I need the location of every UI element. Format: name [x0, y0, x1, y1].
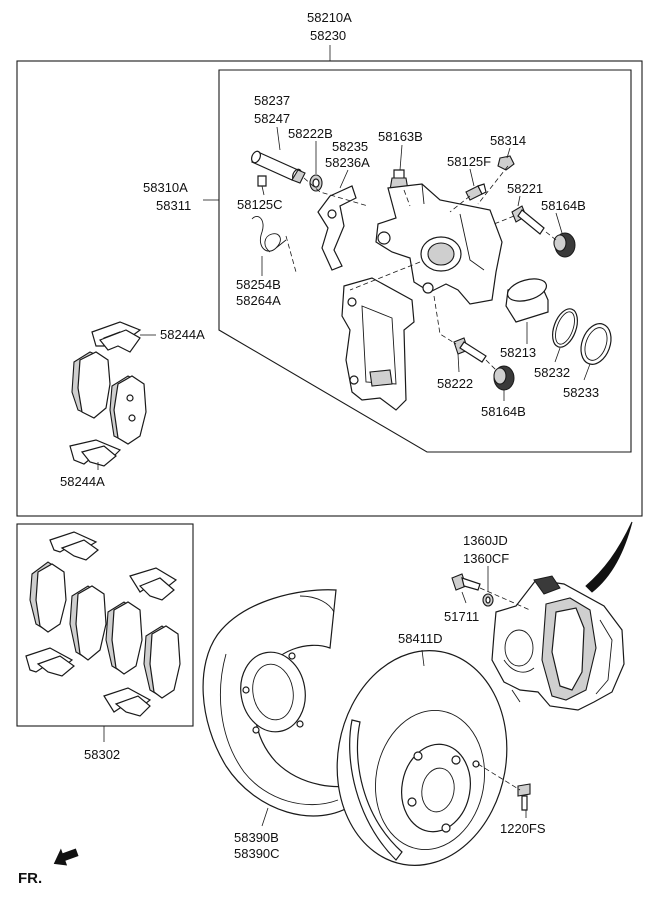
brake-disc-part — [336, 650, 508, 866]
label-58233: 58233 — [563, 385, 599, 400]
label-58302: 58302 — [84, 747, 120, 762]
pad-kit-pads — [29, 561, 181, 699]
bolt-boot-part — [317, 185, 357, 271]
label-58390b: 58390B — [234, 830, 279, 845]
label-58125c: 58125C — [237, 197, 283, 212]
front-direction-arrow — [53, 848, 79, 866]
piston-part — [505, 278, 549, 323]
brake-pad-left — [71, 351, 111, 419]
label-58314: 58314 — [490, 133, 526, 148]
front-direction-label: FR. — [18, 870, 42, 887]
assembly-arrow — [585, 521, 633, 593]
label-58237: 58237 — [254, 93, 290, 108]
label-58222b: 58222B — [288, 126, 333, 141]
label-1220fs: 1220FS — [500, 821, 546, 836]
label-58254b: 58254B — [236, 277, 281, 292]
disc-screw-part — [517, 783, 531, 811]
pad-kit-shims-top — [49, 531, 178, 601]
piston-boot-part — [580, 323, 612, 365]
label-58411d: 58411D — [398, 631, 443, 646]
caliper-carrier-part — [341, 277, 415, 411]
pad-kit-frame — [16, 523, 194, 727]
dust-cover-part — [202, 589, 366, 817]
piston-seal-part — [552, 308, 578, 348]
label-58213: 58213 — [500, 345, 536, 360]
assembled-caliper-part — [491, 575, 625, 711]
washer-part — [482, 593, 494, 607]
pad-kit-shims-bottom — [25, 647, 152, 717]
label-58244a-bottom: 58244A — [60, 474, 105, 489]
label-58230: 58230 — [310, 28, 346, 43]
small-cap-part — [257, 175, 267, 187]
pad-shim-lower-part — [69, 439, 122, 467]
label-1360cf: 1360CF — [463, 551, 509, 566]
label-58232: 58232 — [534, 365, 570, 380]
label-58221: 58221 — [507, 181, 543, 196]
bush-top-part — [553, 232, 576, 258]
caliper-body-frame — [218, 69, 632, 453]
label-58236a: 58236A — [325, 155, 370, 170]
label-58125f: 58125F — [447, 154, 491, 169]
spring-clip-part — [251, 215, 287, 253]
label-58235: 58235 — [332, 139, 368, 154]
label-58264a: 58264A — [236, 293, 281, 308]
bolt-top-part — [451, 573, 481, 591]
label-58210a: 58210A — [307, 10, 352, 25]
rod-pin-part — [511, 205, 545, 235]
pad-shim-upper-part — [91, 321, 142, 353]
label-58222: 58222 — [437, 376, 473, 391]
caliper-body-part — [375, 183, 503, 305]
label-51711: 51711 — [444, 609, 479, 624]
label-58164b-top: 58164B — [541, 198, 586, 213]
bush-bottom-part — [493, 365, 515, 391]
label-58310a: 58310A — [143, 180, 188, 195]
guide-rod-part — [251, 150, 306, 184]
label-58390c: 58390C — [234, 846, 280, 861]
caliper-assembly-frame — [16, 60, 643, 517]
label-58164b-bottom: 58164B — [481, 404, 526, 419]
lower-pin-part — [453, 337, 487, 363]
label-58247: 58247 — [254, 111, 290, 126]
brake-pad-right — [109, 375, 147, 445]
label-58244a-top: 58244A — [160, 327, 205, 342]
label-58163b: 58163B — [378, 129, 423, 144]
label-1360jd: 1360JD — [463, 533, 508, 548]
bleeder-cap-part — [309, 174, 323, 192]
guide-bolt-part — [497, 155, 515, 171]
label-58311: 58311 — [156, 198, 191, 213]
